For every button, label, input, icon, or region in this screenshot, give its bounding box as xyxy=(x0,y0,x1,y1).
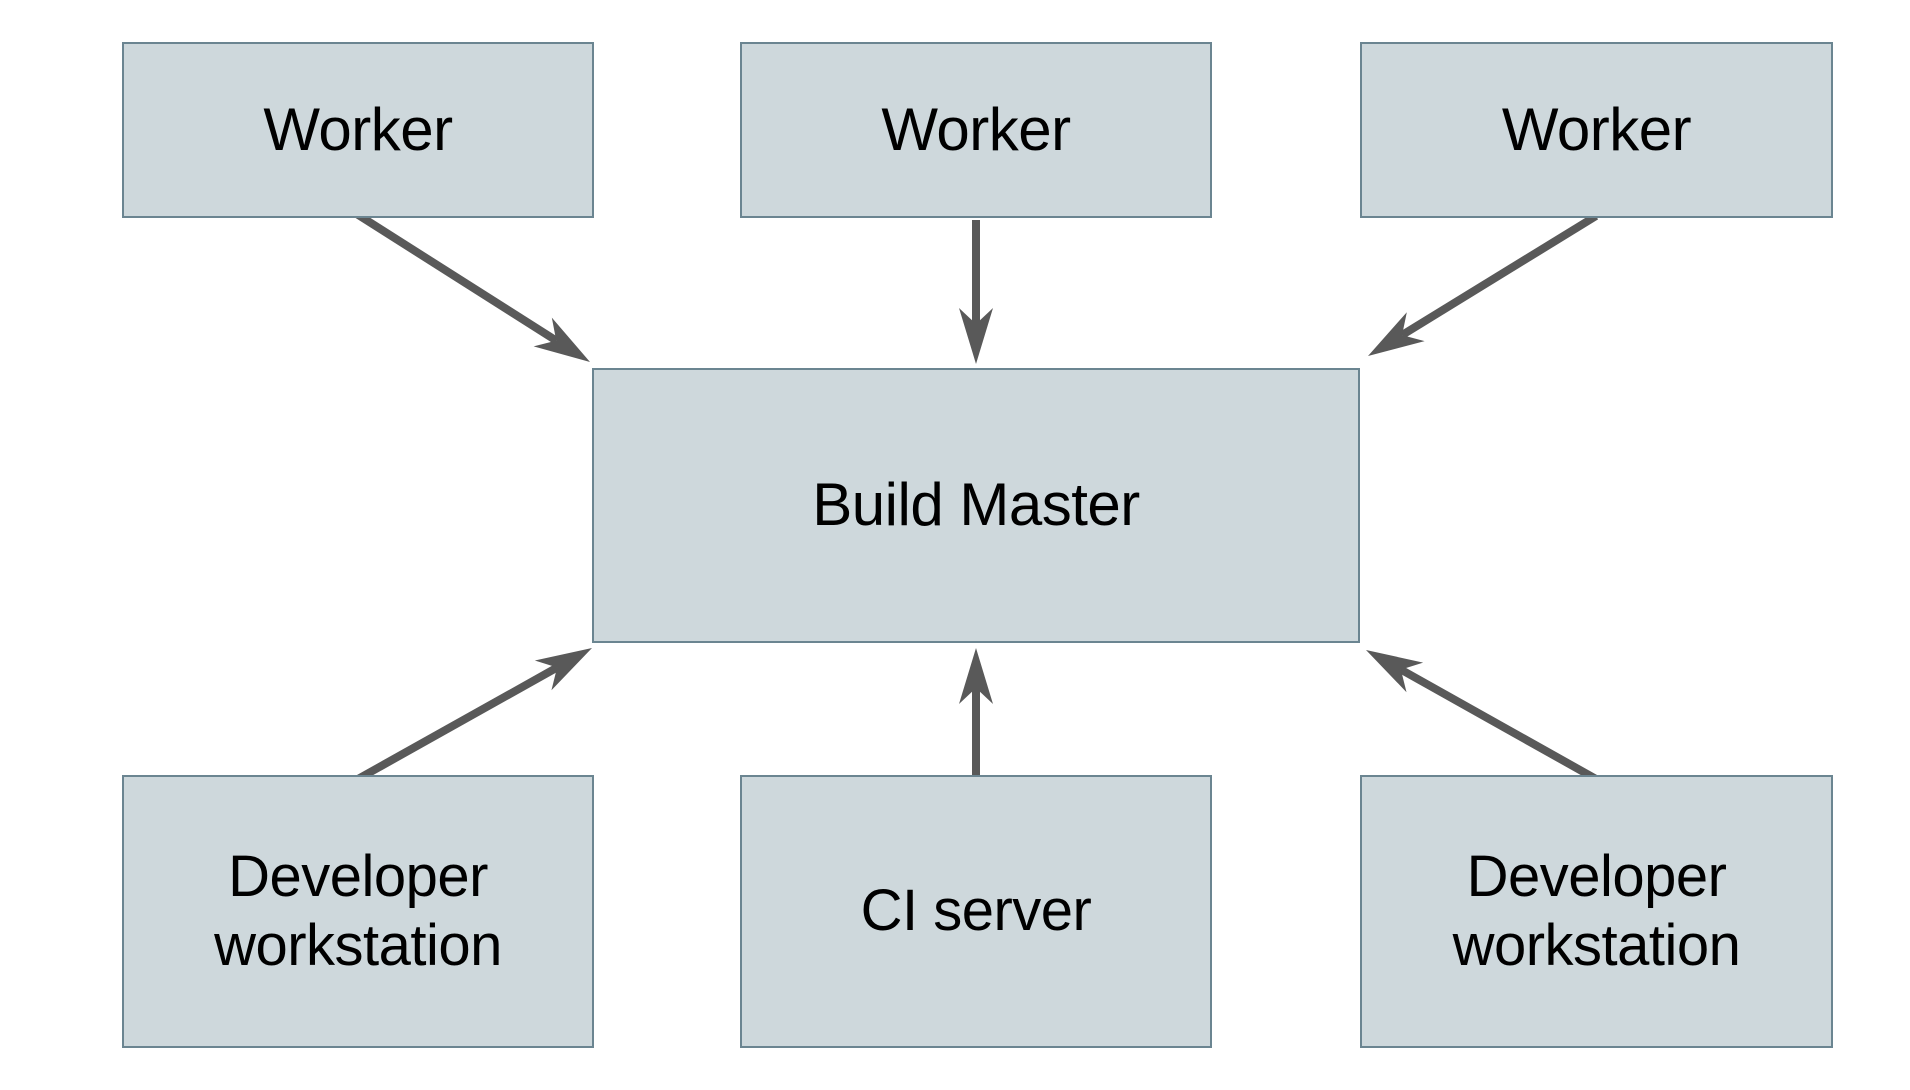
edge-arrowhead-icon xyxy=(1368,312,1425,356)
edge-developer-left-to-build-master xyxy=(356,648,592,783)
edge-worker-center-to-build-master xyxy=(959,220,993,364)
edge-shaft xyxy=(1398,666,1598,783)
edge-shaft xyxy=(356,664,560,783)
edge-developer-right-to-build-master xyxy=(1366,650,1598,783)
node-label: Build Master xyxy=(812,471,1140,539)
edge-arrowhead-icon xyxy=(534,648,592,691)
edge-arrowhead-icon xyxy=(1366,650,1424,693)
edge-arrowhead-icon xyxy=(959,648,993,704)
node-label: Worker xyxy=(881,95,1071,163)
node-label: Worker xyxy=(1501,95,1692,163)
edge-worker-right-to-build-master xyxy=(1368,212,1599,356)
edge-arrowhead-icon xyxy=(533,317,590,362)
node-label: Developer workstation xyxy=(1452,844,1741,978)
node-label: Developer workstation xyxy=(214,844,502,978)
edge-arrowhead-icon xyxy=(959,308,993,364)
node-ci-server[interactable]: CI server xyxy=(740,775,1212,1048)
node-worker-left[interactable]: Worker xyxy=(122,42,594,218)
node-developer-workstation-left[interactable]: Developer workstation xyxy=(122,775,594,1048)
node-build-master[interactable]: Build Master xyxy=(592,368,1360,643)
edge-shaft xyxy=(1399,212,1599,339)
node-label: CI server xyxy=(860,878,1092,944)
node-worker-right[interactable]: Worker xyxy=(1360,42,1833,218)
edge-ci-server-to-build-master xyxy=(959,648,993,778)
node-label: Worker xyxy=(263,95,453,163)
node-worker-center[interactable]: Worker xyxy=(740,42,1212,218)
node-developer-workstation-right[interactable]: Developer workstation xyxy=(1360,775,1833,1048)
